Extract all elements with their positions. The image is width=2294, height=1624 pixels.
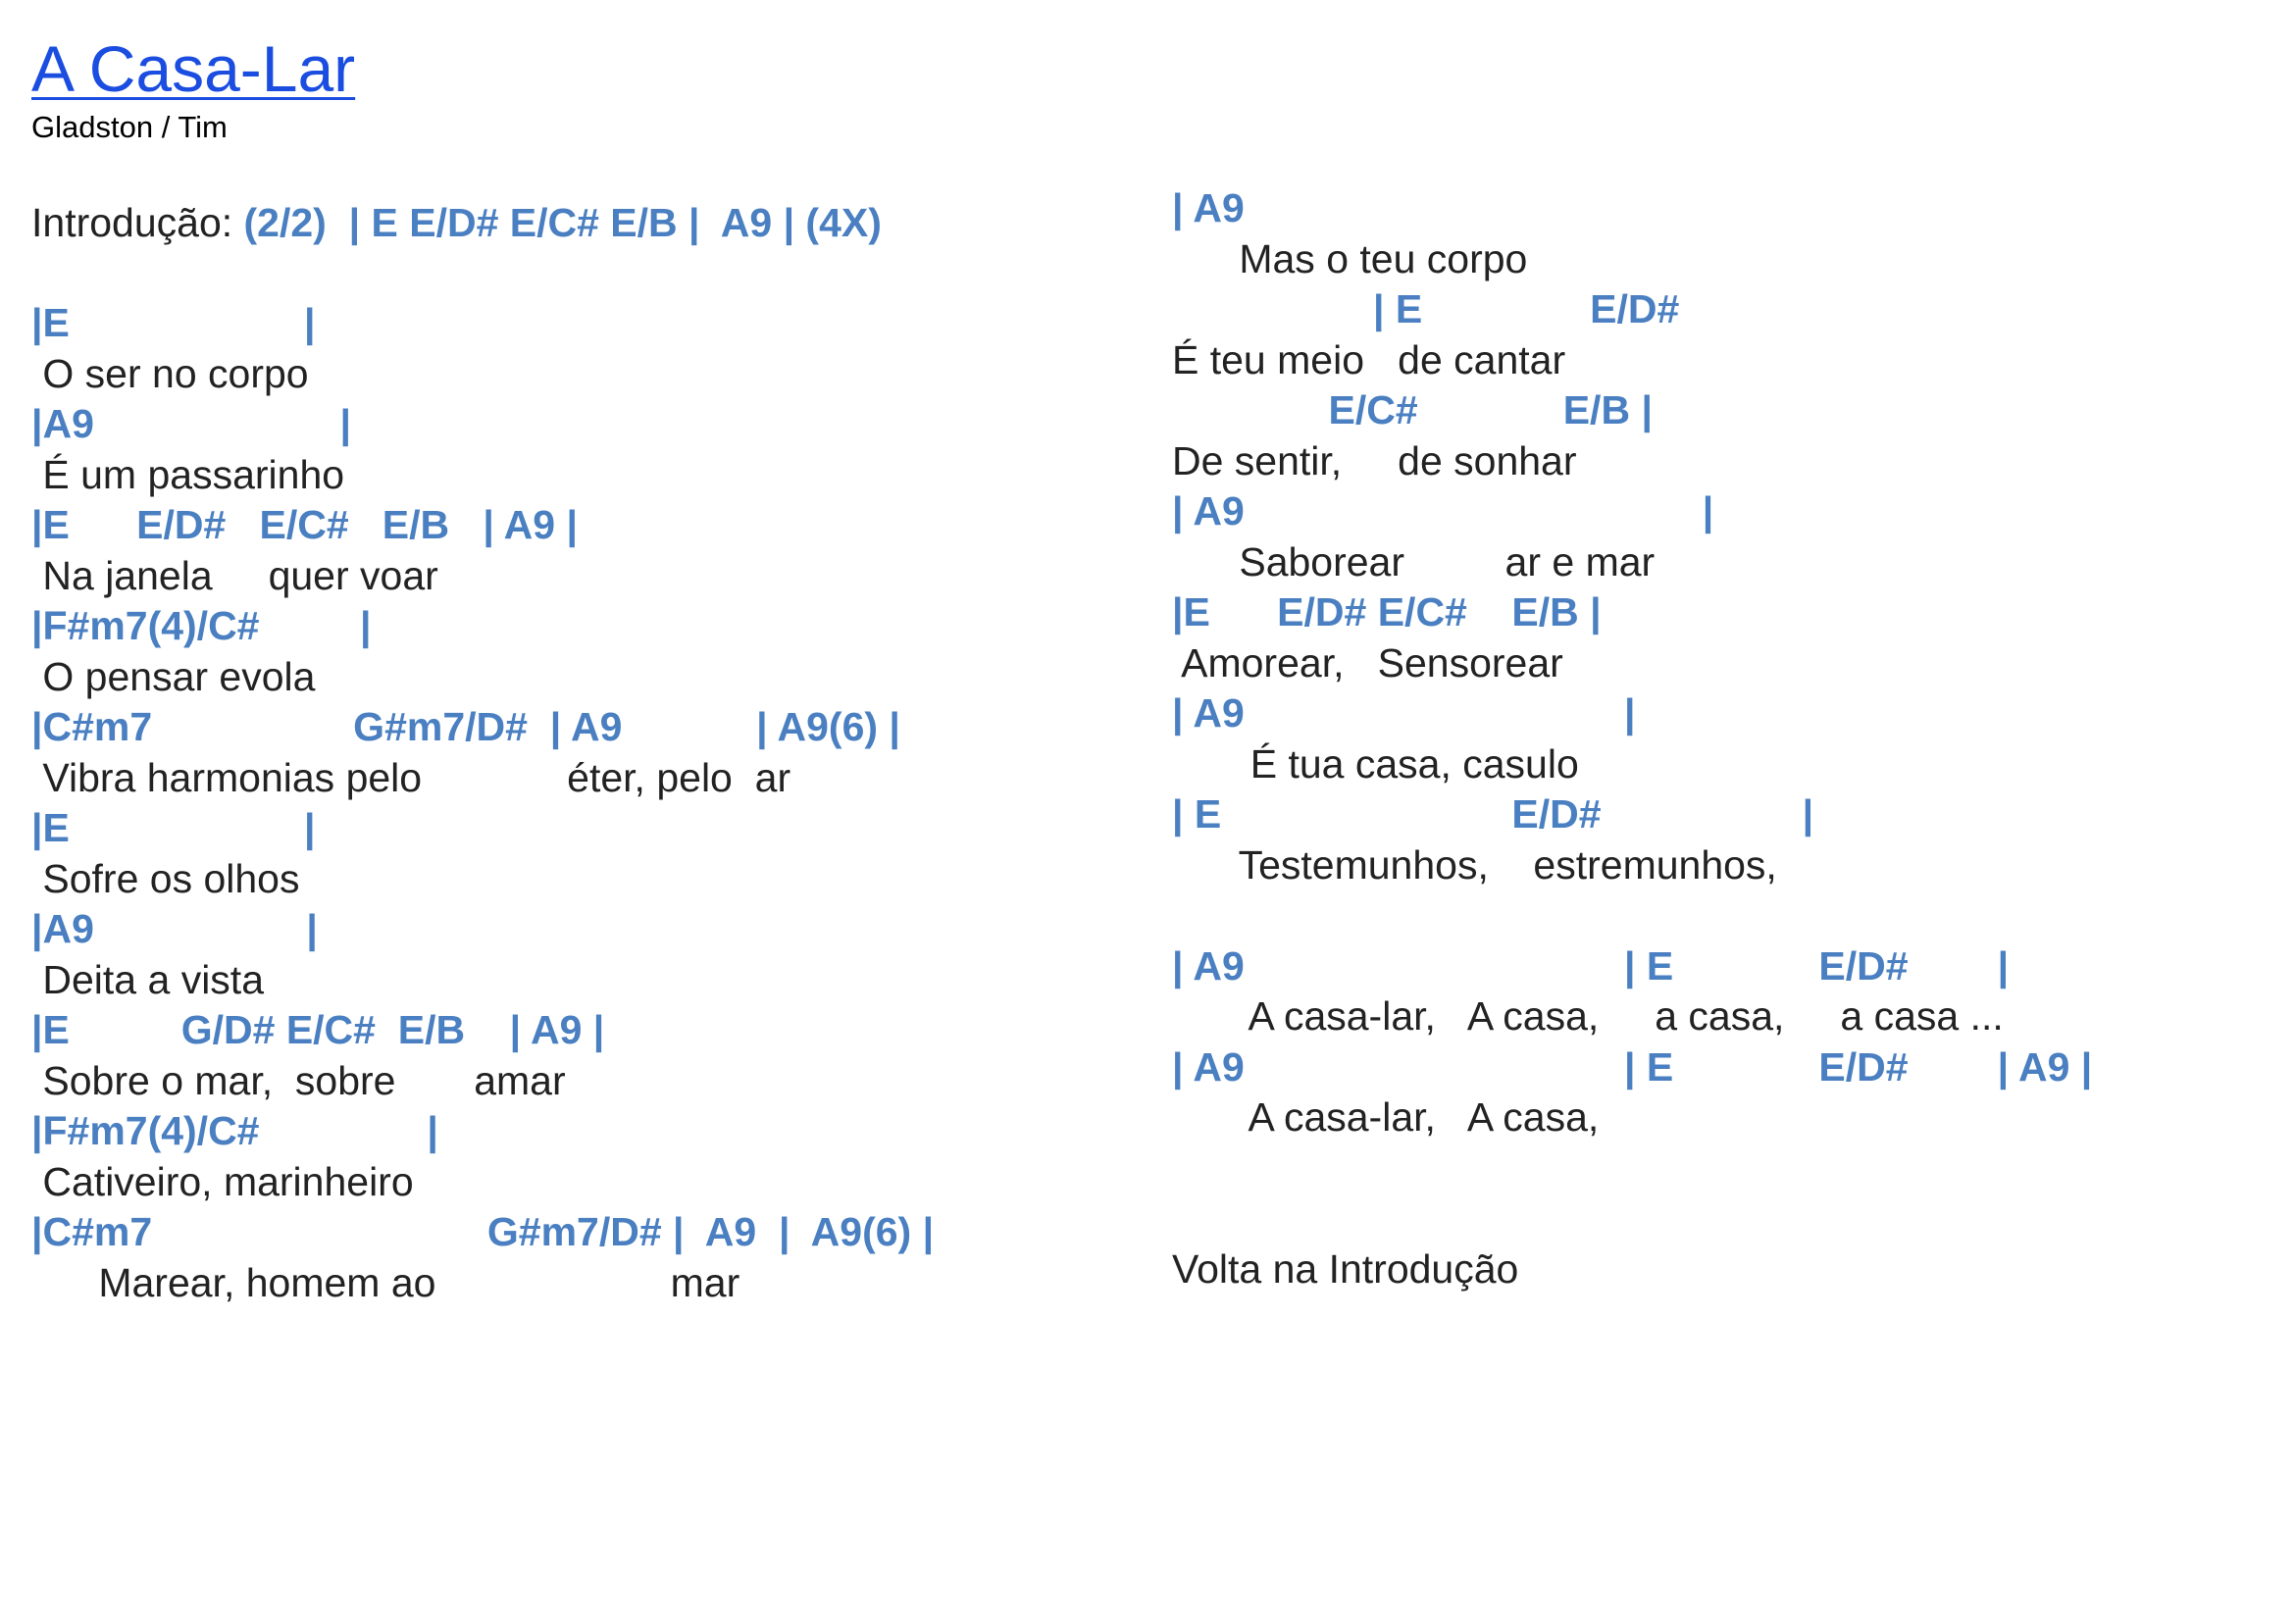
chord-line: |F#m7(4)/C# | xyxy=(31,603,372,648)
chord-line: |E | xyxy=(31,300,316,345)
lyric-line: Volta na Introdução xyxy=(1172,1245,1519,1292)
lyric-line: Mas o teu corpo xyxy=(1172,235,1528,281)
chord-line: |C#m7 G#m7/D# | A9 | A9(6) | xyxy=(31,1209,935,1254)
lyric-line: É teu meio de cantar xyxy=(1172,336,1566,382)
chord-line: |A9 | xyxy=(31,906,318,951)
lyric-line: Na janela quer voar xyxy=(31,552,438,598)
chord-line: |F#m7(4)/C# | xyxy=(31,1108,438,1153)
chord-line: |A9 | xyxy=(31,401,351,446)
lyric-line: É tua casa, casulo xyxy=(1172,740,1579,787)
lyric-line: Sofre os olhos xyxy=(31,855,300,901)
chord-line: | E E/D# xyxy=(1172,286,1680,331)
lyric-line: Saborear ar e mar xyxy=(1172,538,1656,584)
chord-line: |E G/D# E/C# E/B | A9 | xyxy=(31,1007,605,1052)
lyric-line: Vibra harmonias pelo éter, pelo ar xyxy=(31,754,791,800)
lyric-line: A casa-lar, A casa, xyxy=(1172,1094,1600,1140)
chord-line: | A9 xyxy=(1172,185,1245,230)
lyric-line: Amorear, Sensorear xyxy=(1172,639,1563,685)
chord-line: | A9 | E E/D# | xyxy=(1172,942,2010,989)
intro-label: Introdução: xyxy=(31,200,244,245)
lyric-line: Cativeiro, marinheiro xyxy=(31,1158,414,1204)
lyric-line: Marear, homem ao mar xyxy=(31,1259,740,1305)
chord-line: |E E/D# E/C# E/B | xyxy=(1172,589,1602,634)
song-title-link[interactable]: A Casa-Lar xyxy=(31,32,356,105)
lyric-line: Sobre o mar, sobre amar xyxy=(31,1057,566,1103)
lyric-line: Deita a vista xyxy=(31,956,264,1002)
lyric-line: De sentir, de sonhar xyxy=(1172,437,1577,483)
chord-line: | A9 | xyxy=(1172,690,1636,736)
lyric-line: O pensar evola xyxy=(31,653,316,699)
chord-line: |E E/D# E/C# E/B | A9 | xyxy=(31,502,578,547)
chord-line: | A9 | xyxy=(1172,488,1714,533)
intro-chords: (2/2) | E E/D# E/C# E/B | A9 | (4X) xyxy=(243,200,882,245)
lyric-line: O ser no corpo xyxy=(31,350,309,396)
intro-line: Introdução: (2/2) | E E/D# E/C# E/B | A9… xyxy=(31,198,882,247)
chord-line: |C#m7 G#m7/D# | A9 | A9(6) | xyxy=(31,704,900,749)
song-authors: Gladston / Tim xyxy=(31,110,228,144)
chord-line: | A9 | E E/D# | A9 | xyxy=(1172,1043,2093,1090)
lyric-line: É um passarinho xyxy=(31,451,345,497)
chord-line: |E | xyxy=(31,805,316,850)
chord-line: E/C# E/B | xyxy=(1172,387,1653,432)
lyric-line: Testemunhos, estremunhos, xyxy=(1172,841,1777,888)
lyric-line: A casa-lar, A casa, a casa, a casa ... xyxy=(1172,993,2004,1039)
chord-line: | E E/D# | xyxy=(1172,791,1814,837)
